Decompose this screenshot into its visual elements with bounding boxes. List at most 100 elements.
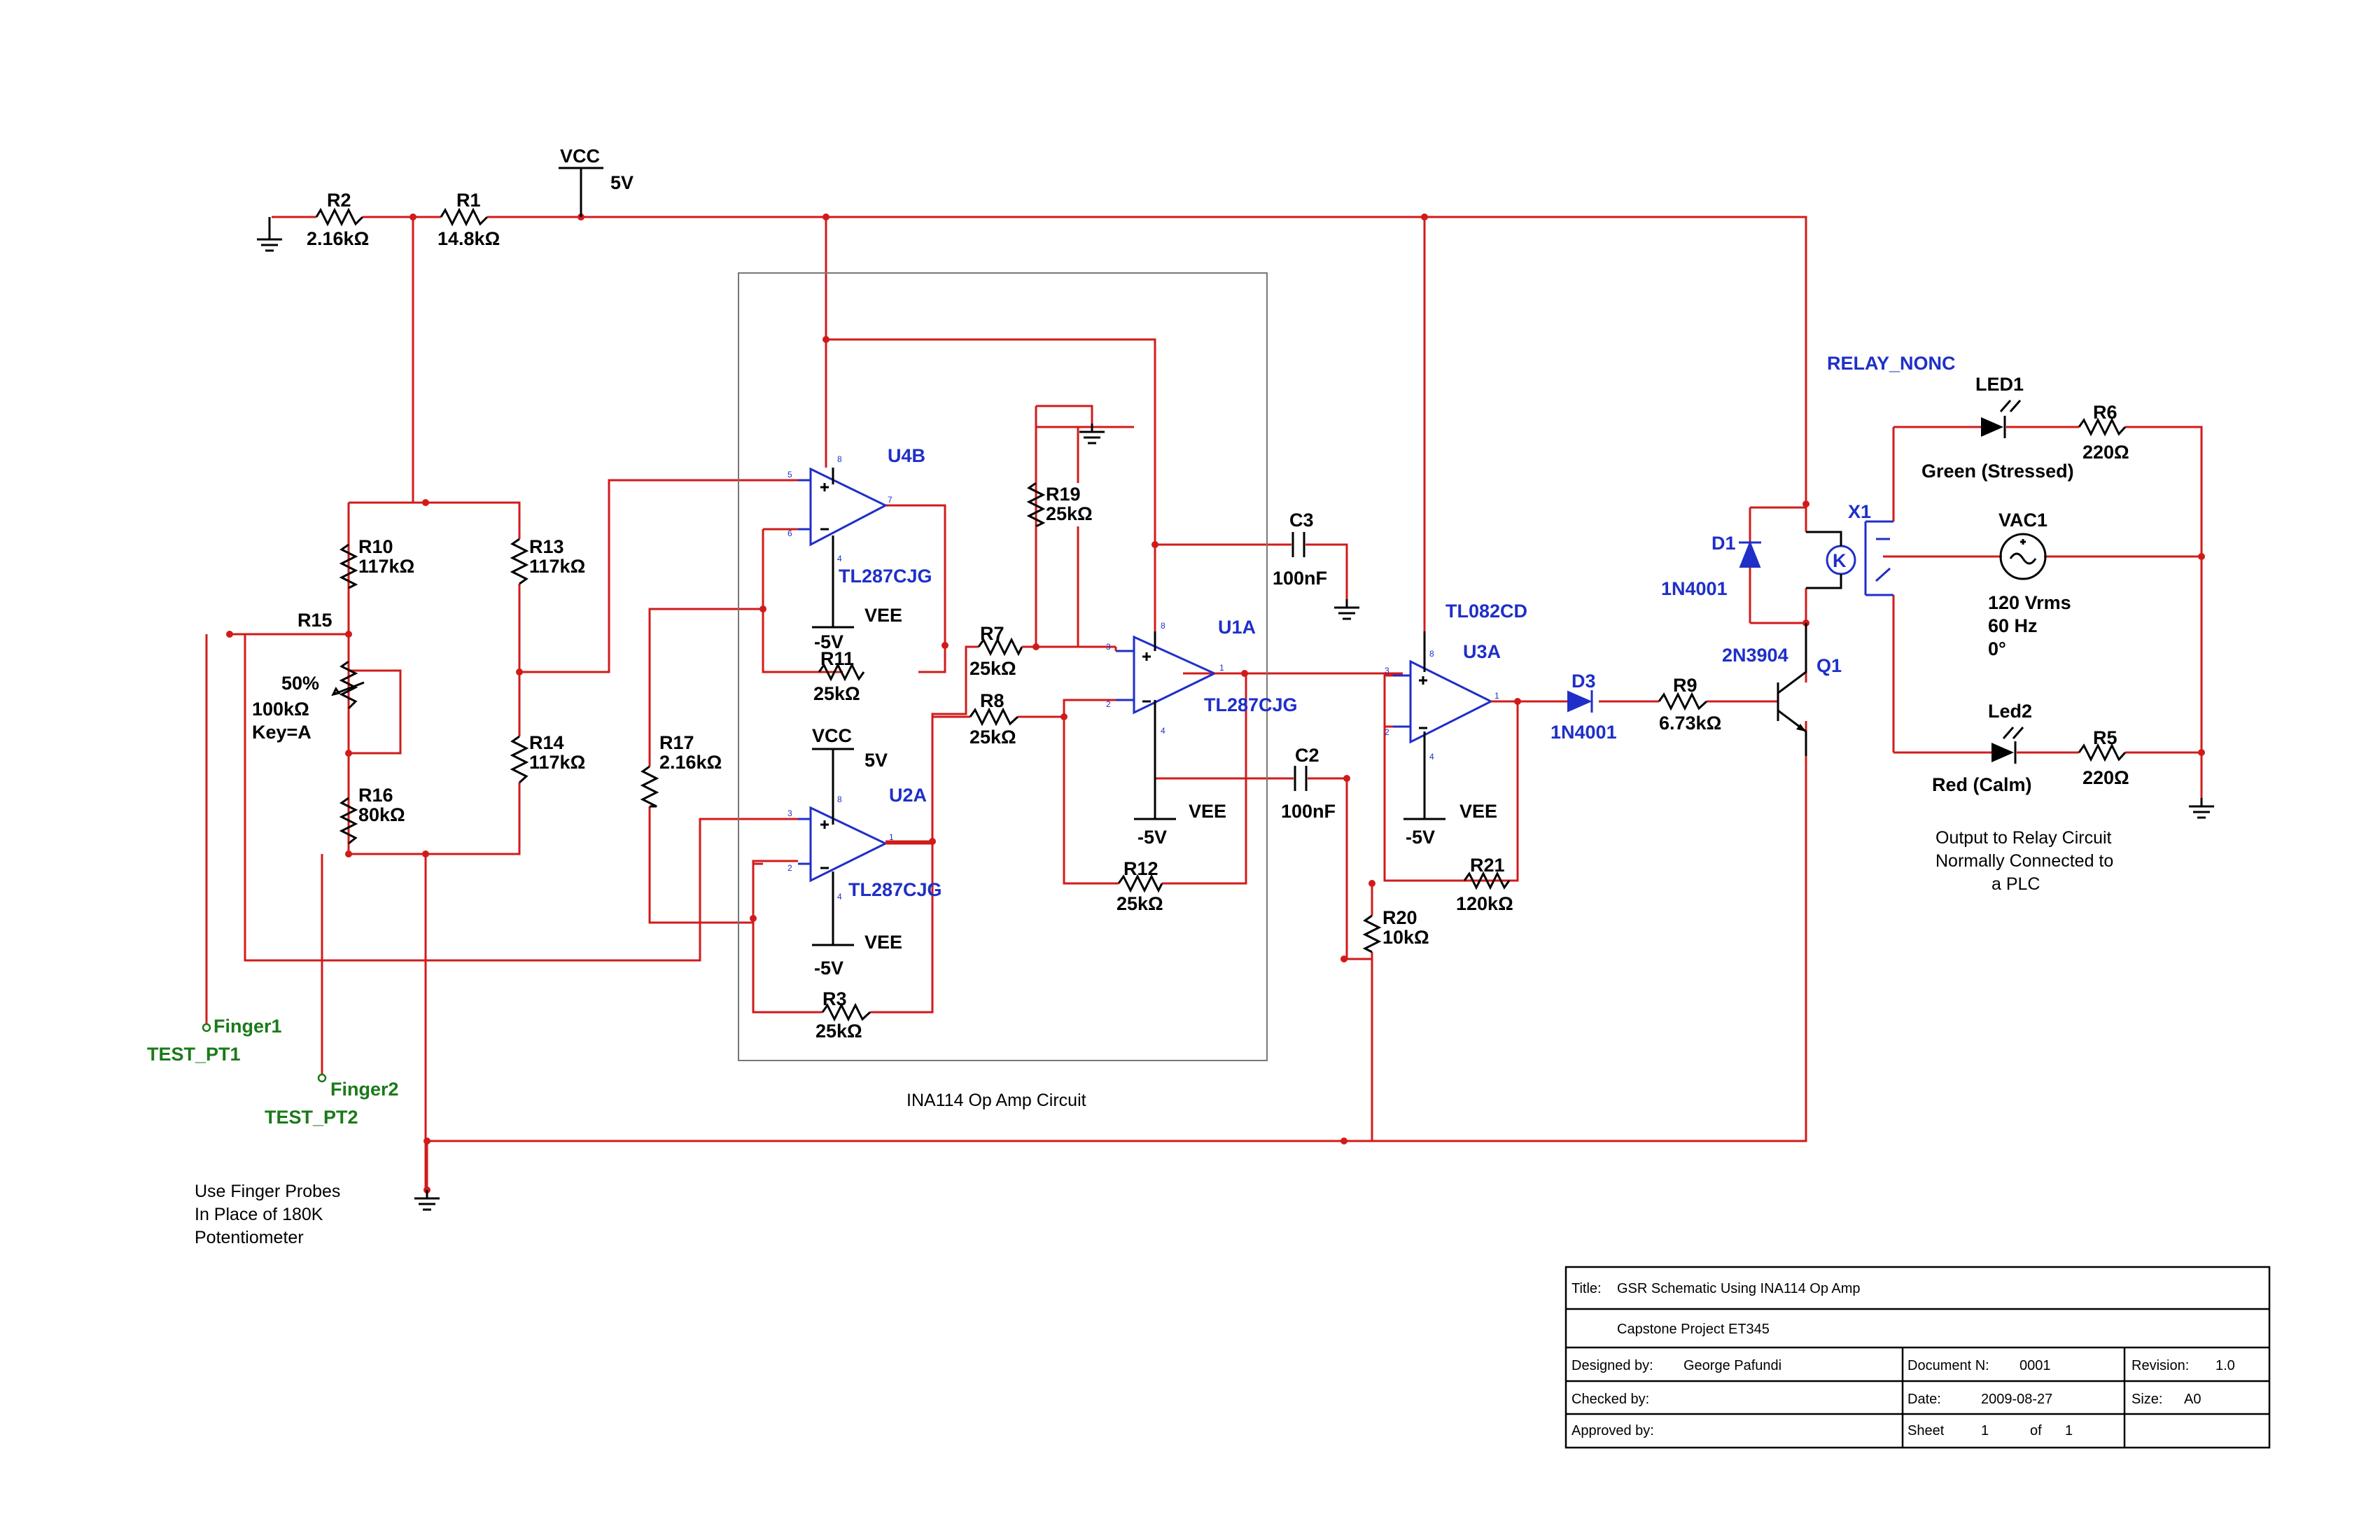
q1-transistor: 2N3904 Q1: [1722, 623, 1842, 756]
svg-text:14.8kΩ: 14.8kΩ: [438, 228, 500, 249]
svg-text:-5V: -5V: [814, 958, 844, 979]
svg-text:117kΩ: 117kΩ: [529, 752, 585, 773]
svg-text:C3: C3: [1289, 510, 1314, 531]
r21-resistor: R21 120kΩ: [1456, 855, 1513, 914]
r2-resistor: R2 2.16kΩ: [255, 190, 369, 252]
wires: [205, 216, 2203, 1190]
svg-text:R12: R12: [1124, 858, 1158, 879]
u2a-opamp: 3 2 1 8 4 U2A TL287CJG VCC 5V -5V VEE: [788, 725, 942, 979]
svg-text:2: 2: [788, 863, 792, 873]
svg-text:3: 3: [788, 808, 792, 818]
svg-text:25kΩ: 25kΩ: [1116, 893, 1163, 914]
svg-text:25kΩ: 25kΩ: [813, 683, 860, 704]
svg-text:2.16kΩ: 2.16kΩ: [307, 228, 369, 249]
svg-text:2: 2: [1106, 699, 1111, 709]
r1-resistor: R1 14.8kΩ: [438, 190, 500, 249]
test-point-1[interactable]: Finger1 TEST_PT1: [147, 1016, 282, 1065]
ina114-box-label: INA114 Op Amp Circuit: [906, 1091, 1086, 1110]
svg-text:Title:: Title:: [1572, 1281, 1602, 1296]
svg-text:3: 3: [1106, 642, 1111, 652]
r15-potentiometer: R15 50% 100kΩ Key=A: [252, 610, 365, 743]
svg-text:8: 8: [1429, 649, 1434, 659]
svg-text:1.0: 1.0: [2216, 1358, 2235, 1373]
svg-text:Potentiometer: Potentiometer: [195, 1228, 304, 1247]
svg-text:R1: R1: [456, 190, 481, 211]
svg-text:D3: D3: [1572, 671, 1596, 692]
svg-text:Sheet: Sheet: [1907, 1423, 1945, 1438]
svg-text:R15: R15: [298, 610, 332, 631]
vcc-top: VCC 5V: [559, 146, 634, 217]
svg-text:5V: 5V: [610, 172, 634, 193]
svg-text:Red (Calm): Red (Calm): [1932, 774, 2032, 795]
svg-text:VEE: VEE: [864, 932, 902, 953]
svg-text:R2: R2: [327, 190, 351, 211]
r7-resistor: R7 25kΩ: [969, 623, 1023, 679]
r17-resistor: R17 2.16kΩ: [640, 732, 722, 808]
svg-text:1: 1: [889, 832, 894, 842]
svg-text:VEE: VEE: [1189, 801, 1226, 822]
svg-text:A0: A0: [2184, 1392, 2201, 1407]
svg-text:RELAY_NONC: RELAY_NONC: [1827, 353, 1956, 374]
svg-text:Normally Connected to: Normally Connected to: [1935, 851, 2113, 871]
svg-text:8: 8: [837, 794, 842, 804]
svg-text:25kΩ: 25kΩ: [1046, 503, 1093, 524]
svg-text:8: 8: [1161, 621, 1166, 631]
svg-text:Revision:: Revision:: [2132, 1358, 2189, 1373]
svg-text:60 Hz: 60 Hz: [1988, 615, 2038, 636]
svg-text:K: K: [1833, 550, 1847, 571]
svg-text:TEST_PT2: TEST_PT2: [265, 1107, 358, 1128]
r13-resistor: R13 117kΩ: [510, 536, 585, 585]
test-point-2[interactable]: Finger2 TEST_PT2: [265, 1073, 399, 1128]
svg-text:Document N:: Document N:: [1907, 1358, 1989, 1373]
svg-text:Green (Stressed): Green (Stressed): [1921, 461, 2074, 482]
svg-text:1: 1: [1494, 691, 1499, 701]
svg-text:Approved by:: Approved by:: [1572, 1423, 1654, 1438]
svg-text:3: 3: [1385, 666, 1390, 676]
svg-text:10kΩ: 10kΩ: [1382, 927, 1429, 948]
svg-text:50%: 50%: [281, 673, 319, 694]
svg-text:0°: 0°: [1988, 638, 2006, 659]
svg-text:100kΩ: 100kΩ: [252, 699, 309, 720]
svg-text:220Ω: 220Ω: [2082, 442, 2129, 463]
note-finger-probes: Use Finger Probes In Place of 180K Poten…: [195, 1182, 340, 1247]
svg-text:7: 7: [888, 495, 892, 505]
svg-text:4: 4: [837, 892, 842, 902]
svg-text:U4B: U4B: [888, 445, 925, 466]
r14-resistor: R14 117kΩ: [510, 732, 585, 784]
r12-resistor: R12 25kΩ: [1116, 858, 1163, 914]
svg-text:TEST_PT1: TEST_PT1: [147, 1044, 241, 1065]
svg-text:-5V: -5V: [814, 631, 844, 652]
svg-text:2: 2: [1385, 727, 1390, 737]
svg-text:D1: D1: [1712, 533, 1736, 554]
svg-text:R13: R13: [529, 536, 564, 557]
d3-diode: D3 1N4001: [1550, 671, 1617, 743]
svg-text:George Pafundi: George Pafundi: [1684, 1358, 1782, 1373]
ground-main: [413, 1189, 441, 1211]
ground-relay: [2188, 797, 2216, 819]
svg-text:TL082CD: TL082CD: [1446, 601, 1527, 622]
c2-capacitor: C2 100nF: [1281, 745, 1336, 822]
r10-resistor: R10 117kΩ: [339, 536, 414, 589]
svg-text:1N4001: 1N4001: [1550, 722, 1617, 743]
led1: LED1 Green (Stressed): [1921, 374, 2074, 482]
svg-text:R10: R10: [358, 536, 393, 557]
svg-text:2N3904: 2N3904: [1722, 645, 1788, 666]
svg-text:TL287CJG: TL287CJG: [848, 879, 942, 900]
r9-resistor: R9 6.73kΩ: [1658, 675, 1721, 734]
svg-text:117kΩ: 117kΩ: [358, 556, 414, 577]
svg-text:-5V: -5V: [1406, 827, 1435, 848]
svg-text:1: 1: [2065, 1423, 2073, 1438]
svg-text:117kΩ: 117kΩ: [529, 556, 585, 577]
svg-text:1: 1: [1219, 663, 1224, 673]
d1-diode: D1 1N4001: [1661, 533, 1761, 599]
u1a-opamp: 3 2 1 8 4 U1A TL287CJG -5V VEE: [1106, 617, 1298, 848]
svg-text:Date:: Date:: [1907, 1392, 1941, 1407]
svg-text:Use Finger Probes: Use Finger Probes: [195, 1182, 340, 1201]
svg-text:U1A: U1A: [1218, 617, 1256, 638]
svg-text:LED1: LED1: [1975, 374, 2024, 395]
svg-text:1N4001: 1N4001: [1661, 578, 1728, 599]
svg-text:Q1: Q1: [1816, 655, 1842, 676]
svg-text:R7: R7: [980, 623, 1004, 644]
svg-text:R9: R9: [1673, 675, 1698, 696]
svg-text:VCC: VCC: [560, 146, 600, 167]
